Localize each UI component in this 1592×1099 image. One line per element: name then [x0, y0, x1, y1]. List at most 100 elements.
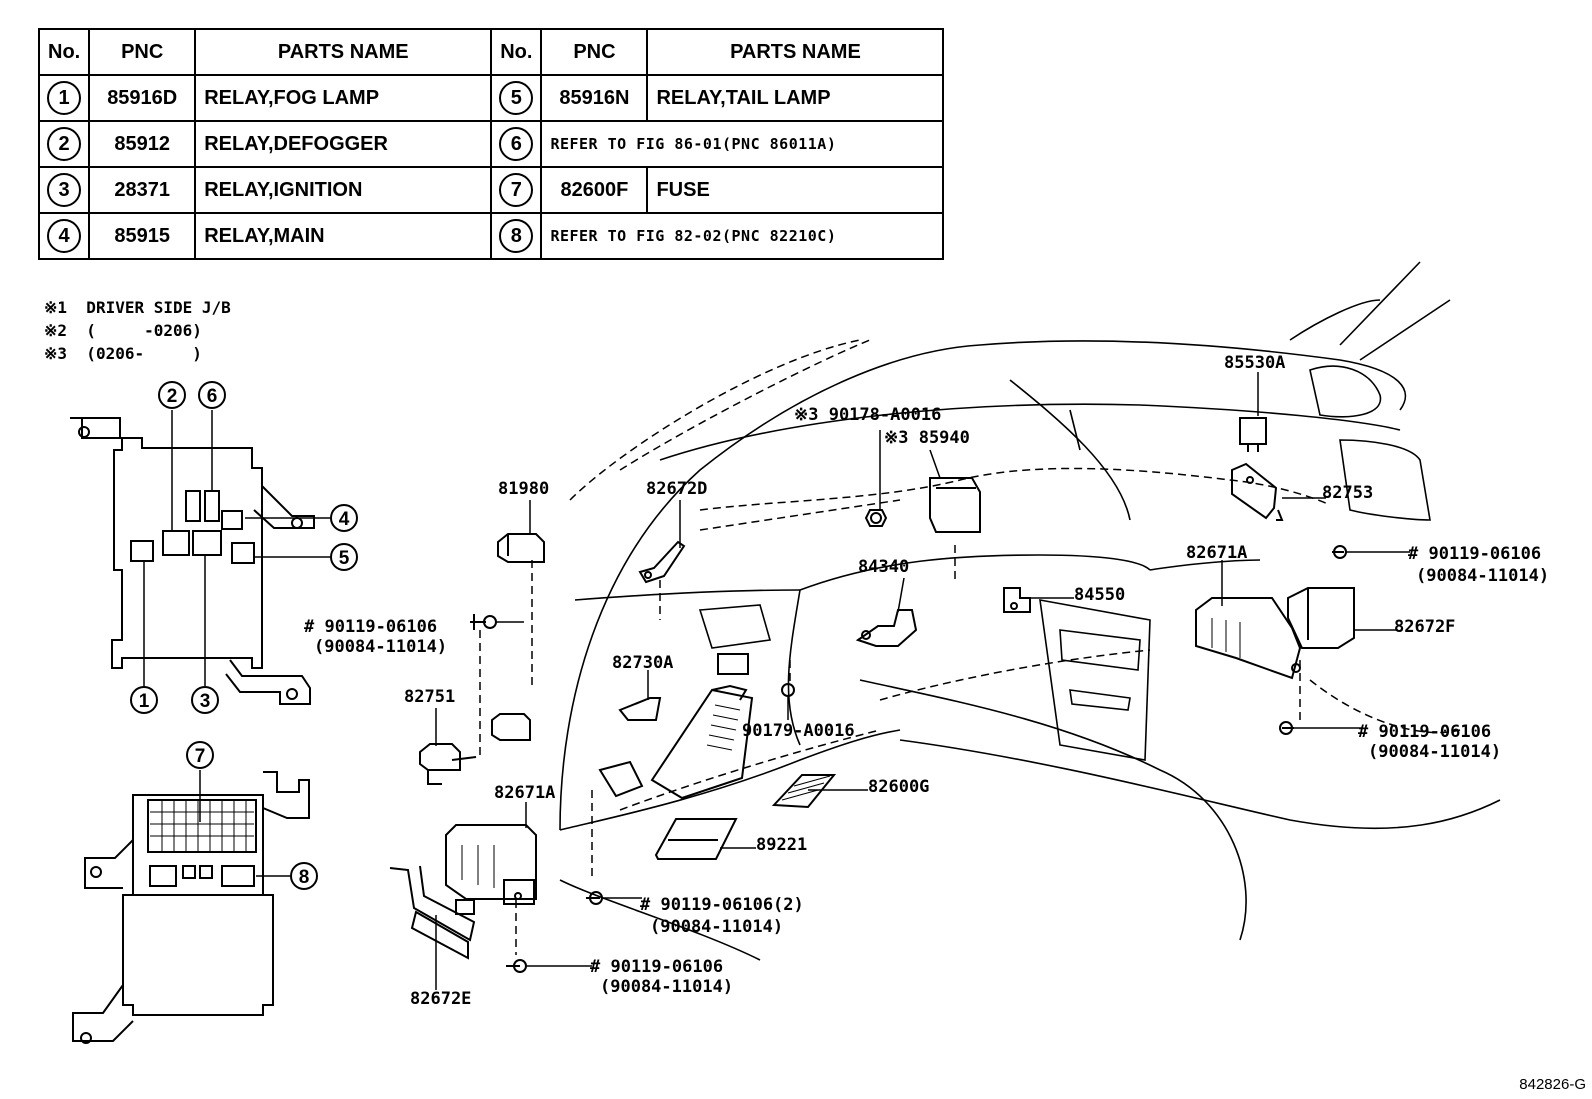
- label-85940: ※3 85940: [884, 428, 970, 448]
- label-82672D: 82672D: [646, 479, 707, 499]
- junction-block-upper: [70, 417, 315, 705]
- header-no: No.: [37, 28, 91, 76]
- pnc-cell: 82600F: [540, 166, 649, 214]
- label-82753: 82753: [1322, 483, 1373, 503]
- label-bolt-5-alt: (90084-11014): [600, 977, 733, 997]
- item-number: 2: [47, 127, 82, 161]
- refer-cell: REFER TO FIG 86-01(PNC 86011A): [540, 120, 945, 168]
- pnc-cell: 85916D: [88, 74, 197, 122]
- table-row: 2 85912 RELAY,DEFOGGER 6 REFER TO FIG 86…: [37, 120, 945, 168]
- label-82600G: 82600G: [868, 777, 929, 797]
- junction-block-lower-leaders: [199, 770, 290, 877]
- svg-text:7: 7: [195, 746, 206, 767]
- pnc-cell: 85916N: [540, 74, 649, 122]
- item-number: 5: [499, 81, 534, 115]
- label-82730A: 82730A: [612, 653, 673, 673]
- unit-89221: [654, 818, 738, 860]
- svg-text:1: 1: [139, 691, 150, 712]
- bracket-82672D: [638, 540, 686, 584]
- parts-table: No. PNC PARTS NAME No. PNC PARTS NAME 1 …: [37, 28, 945, 260]
- item-number: 7: [499, 173, 534, 207]
- label-82672F: 82672F: [1394, 617, 1455, 637]
- label-bolt-3: # 90119-06106: [1358, 722, 1491, 742]
- junction-block-upper-leaders: [143, 410, 330, 686]
- dashboard-outline: [559, 261, 1501, 961]
- relay-82751: [419, 743, 477, 785]
- label-82671A-left: 82671A: [494, 783, 555, 803]
- callout-8: 8: [290, 862, 318, 890]
- svg-text:5: 5: [339, 548, 350, 569]
- label-82671A-right: 82671A: [1186, 543, 1247, 563]
- fuse-82600G: [771, 774, 837, 809]
- label-85530A: 85530A: [1224, 353, 1285, 373]
- bolt-90178: [864, 509, 888, 527]
- svg-text:4: 4: [339, 509, 350, 530]
- part-labels: 81980 82672D ※3 90178-A0016 ※3 85940 855…: [304, 353, 1549, 1009]
- bracket-82672E: [389, 865, 476, 960]
- relay-81980: [497, 533, 545, 563]
- item-number: 4: [47, 219, 82, 253]
- svg-text:6: 6: [207, 386, 218, 407]
- bracket-82753: [1231, 462, 1284, 521]
- callout-1: 1: [130, 686, 158, 714]
- label-bolt-5: # 90119-06106: [590, 957, 723, 977]
- note-from-0206: ※3 (0206- ): [44, 344, 202, 363]
- callout-6: 6: [198, 381, 226, 409]
- header-pnc: PNC: [540, 28, 649, 76]
- callout-4: 4: [330, 504, 358, 532]
- note-until-0206: ※2 ( -0206): [44, 321, 202, 340]
- figure-id: 842826-G: [1519, 1076, 1586, 1093]
- label-90178-A0016: ※3 90178-A0016: [794, 405, 941, 425]
- item-number: 1: [47, 81, 82, 115]
- label-82672E: 82672E: [410, 989, 471, 1009]
- item-number: 3: [47, 173, 82, 207]
- header-no: No.: [490, 28, 543, 76]
- callout-5: 5: [330, 543, 358, 571]
- label-bolt-4-alt: (90084-11014): [650, 917, 783, 937]
- parts-name-cell: RELAY,IGNITION: [194, 166, 493, 214]
- parts-name-cell: RELAY,FOG LAMP: [194, 74, 493, 122]
- sensor-84340: [855, 609, 918, 647]
- label-bolt-3-alt: (90084-11014): [1368, 742, 1501, 762]
- svg-text:8: 8: [299, 867, 310, 888]
- notes: ※1 DRIVER SIDE J/B ※2 ( -0206) ※3 (0206-…: [44, 296, 231, 365]
- ecu-82730A: [598, 653, 754, 800]
- leader-lines: [435, 372, 1410, 990]
- relay-85530A: [1239, 417, 1267, 452]
- item-number: 6: [499, 127, 534, 161]
- callout-7: 7: [186, 741, 214, 769]
- label-84550: 84550: [1074, 585, 1125, 605]
- label-bolt-4: # 90119-06106(2): [640, 895, 804, 915]
- table-header-row: No. PNC PARTS NAME No. PNC PARTS NAME: [37, 28, 945, 76]
- note-driver-side: ※1 DRIVER SIDE J/B: [44, 298, 231, 317]
- header-parts-name: PARTS NAME: [646, 28, 945, 76]
- relay-85940: [929, 477, 981, 533]
- parts-name-cell: RELAY,DEFOGGER: [194, 120, 493, 168]
- connector-84550: [1003, 587, 1031, 613]
- label-90179-A0016: 90179-A0016: [742, 721, 855, 741]
- table-row: 3 28371 RELAY,IGNITION 7 82600F FUSE: [37, 166, 945, 214]
- connector-82671A-left: [445, 824, 537, 905]
- label-81980: 81980: [498, 479, 549, 499]
- connector-82671A-right: [1195, 597, 1302, 680]
- callout-2: 2: [158, 381, 186, 409]
- item-number: 8: [499, 219, 534, 253]
- table-row: 1 85916D RELAY,FOG LAMP 5 85916N RELAY,T…: [37, 74, 945, 122]
- refer-cell: REFER TO FIG 82-02(PNC 82210C): [540, 212, 945, 260]
- junction-block-lower: [72, 771, 310, 1044]
- label-82751: 82751: [404, 687, 455, 707]
- label-bolt-2: # 90119-06106: [1408, 544, 1541, 564]
- label-bolt-2-alt: (90084-11014): [1416, 566, 1549, 586]
- pnc-cell: 85915: [88, 212, 197, 260]
- header-parts-name: PARTS NAME: [194, 28, 493, 76]
- pnc-cell: 28371: [88, 166, 197, 214]
- bracket-82672F: [1287, 587, 1355, 649]
- parts-name-cell: RELAY,TAIL LAMP: [646, 74, 945, 122]
- label-84340: 84340: [858, 557, 909, 577]
- relay-82751-small: [491, 713, 531, 741]
- label-bolt-1: # 90119-06106: [304, 617, 437, 637]
- label-89221: 89221: [756, 835, 807, 855]
- parts-name-cell: RELAY,MAIN: [194, 212, 493, 260]
- svg-text:3: 3: [200, 691, 211, 712]
